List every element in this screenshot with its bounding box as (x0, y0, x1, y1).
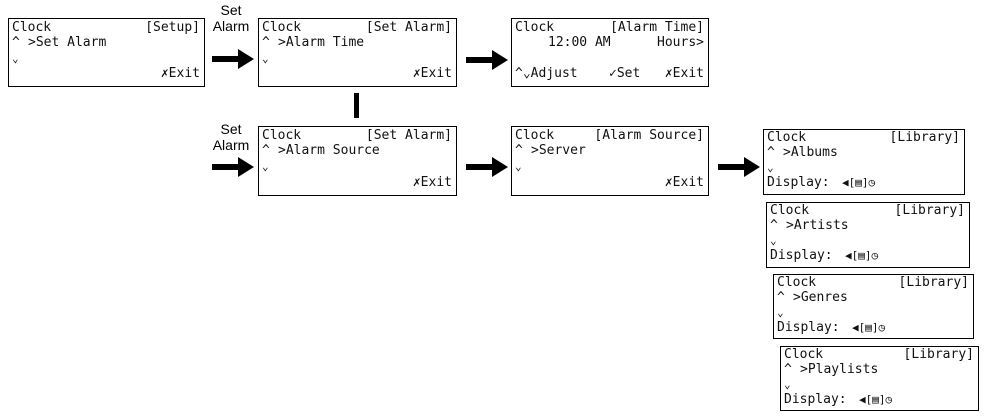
up-caret: ^ (12, 35, 20, 50)
menu-item: >Genres (793, 290, 848, 305)
up-caret: ^ (767, 145, 775, 160)
screen-tag: [Alarm Source] (594, 128, 704, 143)
screen-title: Clock (515, 20, 555, 35)
down-caret: ⌄ (767, 161, 774, 174)
menu-item: >Alarm Source (278, 143, 380, 158)
menu-item: >Artists (786, 218, 849, 233)
set-alarm-label-bottom: Set Alarm (208, 121, 254, 153)
down-caret: ⌄ (515, 160, 522, 173)
exit-label: ✗Exit (664, 66, 704, 81)
label-line: Set (220, 121, 242, 137)
display-label: Display: (770, 248, 833, 263)
arrow-right-icon (212, 49, 254, 69)
arrow-right-icon (466, 50, 508, 70)
set-alarm-label-top: Set Alarm (208, 2, 254, 34)
exit-label: ✗Exit (664, 175, 704, 190)
exit-label: ✗Exit (160, 66, 200, 81)
screen-set-alarm-source: Clock [Set Alarm] ^ >Alarm Source ⌄ ✗Exi… (258, 126, 457, 196)
label-line: Alarm (212, 18, 250, 34)
down-caret: ⌄ (12, 52, 19, 65)
exit-label: ✗Exit (412, 175, 452, 190)
arrow-right-icon (212, 157, 254, 177)
display-mode-icon: ◀[▤]◷ (845, 249, 879, 262)
down-caret: ⌄ (784, 378, 791, 391)
up-caret: ^ (784, 362, 792, 377)
screen-library-playlists: Clock [Library] ^ >Playlists ⌄ Display: … (780, 346, 979, 411)
screen-title: Clock (777, 275, 817, 290)
screen-title: Clock (515, 128, 555, 143)
label-line: Set (220, 2, 242, 18)
screen-library-artists: Clock [Library] ^ >Artists ⌄ Display: ◀[… (766, 202, 970, 268)
menu-item: >Server (531, 143, 586, 158)
down-caret: ⌄ (777, 306, 784, 319)
screen-library-genres: Clock [Library] ^ >Genres ⌄ Display: ◀[▤… (773, 274, 974, 339)
screen-tag: [Setup] (145, 20, 200, 35)
down-caret: ⌄ (262, 52, 269, 65)
screen-library-albums: Clock [Library] ^ >Albums ⌄ Display: ◀[▤… (763, 129, 965, 195)
display-label: Display: (784, 392, 847, 407)
menu-item: >Albums (783, 145, 838, 160)
screen-setup: Clock [Setup] ^ >Set Alarm ⌄ ✗Exit (8, 18, 205, 87)
screen-alarm-time: Clock [Alarm Time] 12:00 AM Hours> ^⌄Adj… (511, 18, 709, 87)
menu-item: >Alarm Time (278, 35, 365, 50)
arrow-right-icon (466, 157, 508, 177)
screen-set-alarm-time: Clock [Set Alarm] ^ >Alarm Time ⌄ ✗Exit (258, 18, 457, 87)
up-caret: ^ (262, 35, 270, 50)
up-caret: ^ (777, 290, 785, 305)
up-caret: ^ (515, 143, 523, 158)
screen-title: Clock (767, 130, 807, 145)
screen-title: Clock (784, 347, 824, 362)
menu-item: >Set Alarm (28, 35, 107, 50)
screen-alarm-source: Clock [Alarm Source] ^ >Server ⌄ ✗Exit (511, 126, 709, 196)
display-mode-icon: ◀[▤]◷ (842, 176, 876, 189)
display-label: Display: (767, 175, 830, 190)
screen-tag: [Alarm Time] (610, 20, 704, 35)
display-mode-icon: ◀[▤]◷ (859, 393, 893, 406)
screen-tag: [Set Alarm] (365, 20, 452, 35)
set-label: ✓Set (609, 66, 641, 81)
vertical-connector (354, 93, 359, 118)
screen-title: Clock (770, 203, 810, 218)
display-mode-icon: ◀[▤]◷ (852, 321, 886, 334)
down-caret: ⌄ (770, 234, 777, 247)
display-label: Display: (777, 320, 840, 335)
screen-tag: [Library] (898, 275, 969, 290)
up-caret: ^ (262, 143, 270, 158)
arrow-right-icon (718, 157, 760, 177)
label-line: Alarm (212, 137, 250, 153)
exit-label: ✗Exit (412, 66, 452, 81)
screen-title: Clock (262, 20, 302, 35)
alarm-time-value: 12:00 AM (548, 35, 611, 50)
hours-field: Hours> (657, 35, 704, 50)
screen-tag: [Library] (903, 347, 974, 362)
up-caret: ^ (770, 218, 778, 233)
down-caret: ⌄ (262, 160, 269, 173)
adjust-label: ^⌄Adjust (515, 66, 578, 81)
menu-item: >Playlists (800, 362, 879, 377)
screen-tag: [Library] (889, 130, 960, 145)
screen-title: Clock (12, 20, 52, 35)
screen-tag: [Library] (894, 203, 965, 218)
screen-title: Clock (262, 128, 302, 143)
screen-tag: [Set Alarm] (365, 128, 452, 143)
